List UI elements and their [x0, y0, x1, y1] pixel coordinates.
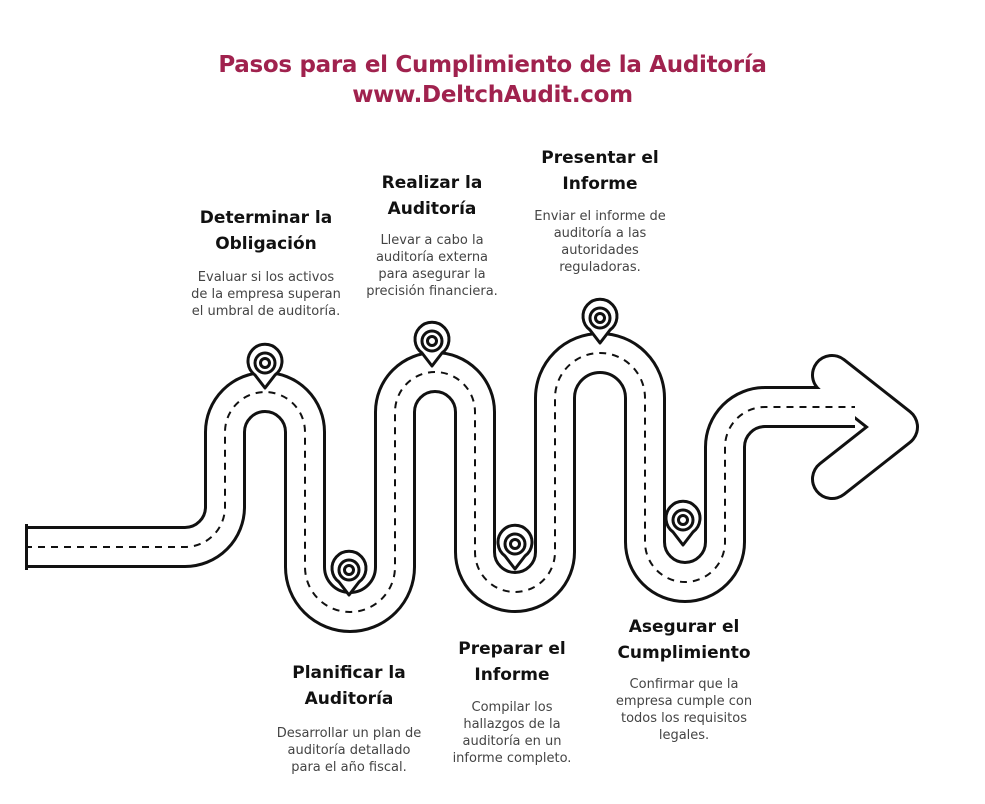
step-5-description: Enviar el informe de auditoría a las aut…: [534, 209, 666, 275]
step-6-description: Confirmar que la empresa cumple con todo…: [615, 677, 753, 743]
step-4-description: Compilar los hallazgos de la auditoría e…: [452, 700, 572, 766]
step-2-title: Planificar la Auditoría: [292, 663, 406, 709]
step-3-title: Realizar la Auditoría: [381, 173, 483, 219]
step-1-title: Determinar la Obligación: [199, 208, 333, 254]
location-pin-icon-4: [496, 523, 534, 571]
step-2-description: Desarrollar un plan de auditoría detalla…: [276, 726, 422, 775]
page-title: Pasos para el Cumplimiento de la Auditor…: [218, 52, 767, 78]
page-subtitle: www.DeltchAudit.com: [352, 82, 633, 108]
step-1-description: Evaluar si los activos de la empresa sup…: [191, 270, 341, 319]
road-center-line: [25, 352, 855, 613]
location-pin-icon-6: [664, 499, 702, 547]
step-6-title: Asegurar el Cumplimiento: [617, 617, 751, 663]
step-3-description: Llevar a cabo la auditoría externa para …: [366, 233, 498, 299]
step-5-title: Presentar el Informe: [541, 148, 659, 194]
arrow-head-surface: [814, 357, 916, 497]
step-4-title: Preparar el Informe: [458, 639, 566, 685]
